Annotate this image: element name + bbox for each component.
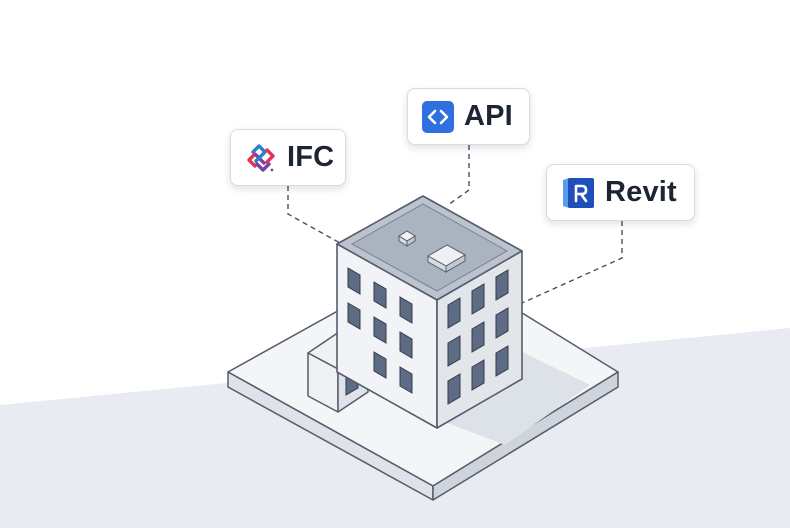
integration-card-revit: Revit xyxy=(546,164,695,221)
connector-ifc xyxy=(287,186,341,244)
integration-card-ifc: IFC xyxy=(230,129,346,186)
platform-right-side xyxy=(432,371,619,501)
integration-label-ifc: IFC xyxy=(287,141,335,173)
connector-api xyxy=(447,145,470,206)
connector-revit xyxy=(521,221,623,304)
building-windows xyxy=(347,267,509,405)
code-brackets-icon xyxy=(422,100,454,133)
building-shadow xyxy=(440,352,590,445)
revit-logo-icon xyxy=(563,177,594,208)
integration-label-revit: Revit xyxy=(605,176,677,208)
roof-inset xyxy=(350,203,509,292)
ifc-logo-icon xyxy=(247,143,275,172)
integration-label-api: API xyxy=(464,100,513,132)
integration-card-api: API xyxy=(407,88,530,145)
main-building xyxy=(336,195,523,429)
connector-lines xyxy=(287,145,623,304)
rooftop-unit-small xyxy=(398,230,416,247)
rooftop-unit-large xyxy=(426,244,467,273)
